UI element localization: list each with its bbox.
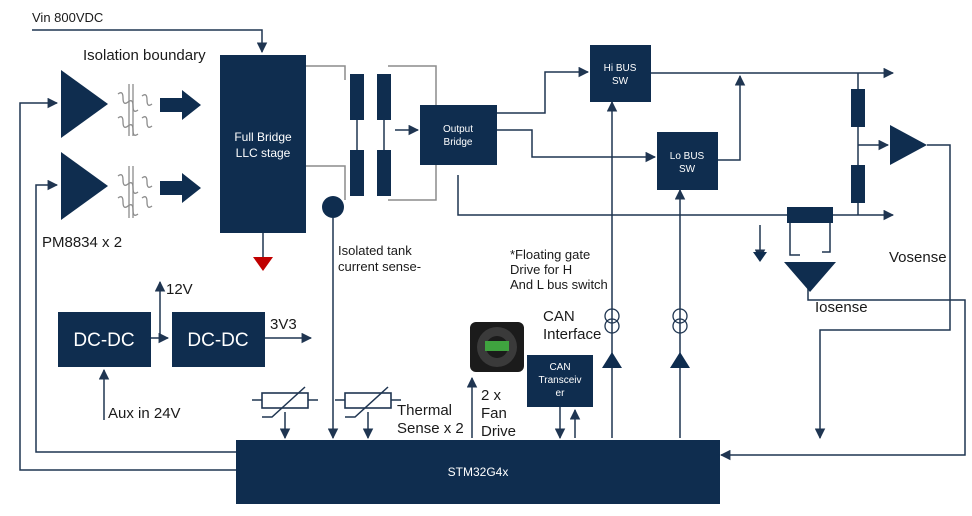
isolator-icon-lo	[672, 308, 688, 334]
hi-bus-switch-block	[590, 45, 651, 102]
floating-gate-label-1: *Floating gate	[510, 247, 590, 262]
vin-label: Vin 800VDC	[32, 10, 103, 25]
thermal-sense-label-2: Sense x 2	[397, 420, 464, 437]
mcu-label: STM32G4x	[448, 465, 509, 479]
current-sense-node-icon	[322, 196, 344, 218]
thermistor-icon-2	[335, 386, 401, 418]
lo-bus-switch-block	[657, 132, 718, 190]
full-bridge-llc-block	[220, 55, 306, 233]
full-bridge-label: Full Bridge	[234, 130, 292, 144]
gate-driver-amp-top	[61, 70, 108, 138]
divider-resistor-top	[851, 89, 865, 127]
dc-dc-block-1	[58, 312, 151, 367]
thermal-sense-label-1: Thermal	[397, 402, 452, 419]
aux-input-label: Aux in 24V	[108, 405, 181, 422]
floating-gate-label-3: And L bus switch	[510, 277, 608, 292]
block-arrow-icon-bottom	[160, 173, 201, 203]
isolator-icon-hi	[604, 308, 620, 334]
lo-bus-label-1: Lo BUS	[670, 151, 705, 162]
gate-driver-group	[61, 70, 201, 220]
floating-gate-label-2: Drive for H	[510, 262, 572, 277]
tank-sense-label-2: current sense-	[338, 259, 421, 274]
can-transceiver-label-3: er	[556, 388, 566, 399]
gate-driver-amp-bottom	[61, 152, 108, 220]
fan-icon	[470, 322, 524, 372]
gate-driver-label: PM8834 x 2	[42, 234, 122, 251]
isolation-transformer-icon	[117, 84, 153, 218]
divider-resistor-bottom	[851, 165, 865, 203]
fault-marker-icon	[253, 257, 273, 271]
shunt-resistor	[787, 207, 833, 223]
dc-dc-label-1: DC-DC	[73, 330, 134, 351]
fan-drive-label-2: Fan	[481, 405, 507, 422]
can-transceiver-block	[527, 355, 593, 407]
thermistor-icon-1	[252, 386, 318, 418]
isolation-boundary-label: Isolation boundary	[83, 47, 206, 64]
can-transceiver-label-1: CAN	[549, 362, 570, 373]
can-interface-label-2: Interface	[543, 326, 601, 343]
3v3-label: 3V3	[270, 316, 297, 333]
main-transformer	[350, 74, 391, 196]
tank-sense-label-1: Isolated tank	[338, 243, 412, 258]
12v-label: 12V	[166, 281, 193, 298]
ground-arrow-icon	[753, 252, 767, 262]
gate-drive-triangle-lo	[670, 352, 690, 368]
hi-bus-label-2: SW	[612, 76, 629, 87]
iosense-label: Iosense	[815, 299, 868, 316]
vosense-label: Vosense	[889, 249, 947, 266]
dc-dc-label-2: DC-DC	[187, 330, 248, 351]
gate-drive-triangle-hi	[602, 352, 622, 368]
block-arrow-icon-top	[160, 90, 201, 120]
iosense-amplifier-icon	[784, 262, 836, 292]
output-bridge-block	[420, 105, 497, 165]
lo-bus-label-2: SW	[679, 164, 696, 175]
hi-bus-label-1: Hi BUS	[604, 63, 637, 74]
output-bridge-label-1: Output	[443, 124, 473, 135]
fan-drive-label-3: Drive	[481, 423, 516, 440]
wiring	[19, 29, 966, 471]
dc-dc-block-2	[172, 312, 265, 367]
vosense-amplifier-icon	[890, 125, 927, 165]
mcu-block	[236, 440, 720, 504]
can-transceiver-label-2: Transceiv	[539, 375, 582, 386]
output-bridge-label-2: Bridge	[444, 137, 473, 148]
can-interface-label-1: CAN	[543, 308, 575, 325]
fan-drive-label-1: 2 x	[481, 387, 502, 404]
llc-stage-label: LLC stage	[236, 146, 291, 160]
